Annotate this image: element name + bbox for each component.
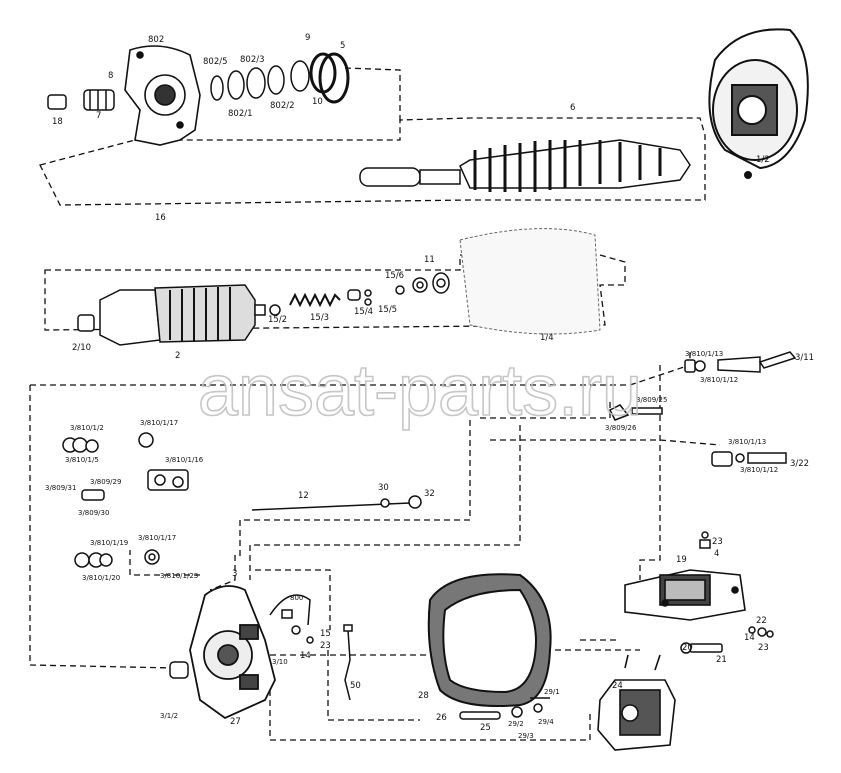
- label-23c: 23: [320, 641, 331, 651]
- label-802-3: 802/3: [240, 55, 265, 65]
- label-15-4: 15/4: [354, 307, 373, 317]
- watermark: ansat-parts.ru: [198, 351, 642, 431]
- label-15-3: 15/3: [310, 313, 329, 323]
- label-11: 11: [424, 255, 435, 265]
- label-9: 9: [305, 33, 310, 43]
- label-29-1: 29/1: [544, 688, 560, 696]
- label-28: 28: [418, 691, 429, 701]
- assembly-guide-lines: [29, 67, 721, 741]
- label-20: 20: [682, 643, 693, 653]
- label-3-810-1-23: 3/810/1/23: [160, 572, 198, 580]
- brush-holder-800: [269, 594, 314, 644]
- relay-hardware: [680, 531, 774, 654]
- commutator-end-frame: [189, 585, 276, 720]
- label-3-809-26: 3/809/26: [605, 424, 637, 432]
- label-10: 10: [312, 97, 323, 107]
- label-802-5: 802/5: [203, 57, 228, 67]
- label-23b: 23: [758, 643, 769, 653]
- label-3-809-30: 3/809/30: [78, 509, 109, 517]
- label-4: 4: [714, 549, 719, 559]
- label-29-3: 29/3: [518, 732, 534, 740]
- label-3-809-31: 3/809/31: [45, 484, 76, 492]
- brush-parts: [459, 697, 550, 720]
- label-3-1-2: 3/1/2: [160, 712, 178, 720]
- label-15: 15: [320, 629, 331, 639]
- label-3-810-1-20: 3/810/1/20: [82, 574, 120, 582]
- label-8: 8: [108, 71, 113, 81]
- label-802: 802: [148, 35, 164, 45]
- label-802-1: 802/1: [228, 109, 253, 119]
- label-23a: 23: [712, 537, 723, 547]
- label-3-22: 3/22: [790, 459, 809, 469]
- label-3-810-1-12a: 3/810/1/12: [700, 376, 738, 384]
- label-21: 21: [716, 655, 727, 665]
- connecting-wire-50: [343, 624, 353, 701]
- label-30: 30: [378, 483, 389, 493]
- label-24: 24: [612, 681, 623, 691]
- field-coil: [427, 573, 552, 707]
- label-3-810-1-16: 3/810/1/16: [165, 456, 204, 464]
- field-coil-ghost: [459, 228, 601, 335]
- label-2-10: 2/10: [72, 343, 91, 353]
- label-802-2: 802/2: [270, 101, 295, 111]
- label-12: 12: [298, 491, 309, 501]
- label-3-10: 3/10: [272, 658, 288, 666]
- label-3-809-29: 3/809/29: [90, 478, 121, 486]
- pinion-gear: [83, 89, 115, 111]
- label-50: 50: [350, 681, 361, 691]
- through-bolt: [251, 495, 422, 511]
- drive-washers: [210, 52, 350, 104]
- label-16: 16: [155, 213, 166, 223]
- drive-end-housing: [124, 45, 201, 146]
- drive-shaft-assembly: [359, 139, 691, 192]
- label-15-2: 15/2: [268, 315, 287, 325]
- label-1-2: 1/2: [756, 155, 770, 165]
- label-2: 2: [175, 351, 180, 361]
- label-14: 14: [744, 633, 755, 643]
- label-14b: 14: [300, 651, 311, 661]
- armature: [77, 284, 281, 346]
- part-labels: 802 8 18 7 802/5 802/3 9 5 802/2 802/1 1…: [45, 33, 814, 740]
- label-3-810-1-17a: 3/810/1/17: [140, 419, 178, 427]
- end-cap: [169, 661, 189, 679]
- label-29-4: 29/4: [538, 718, 554, 726]
- label-25: 25: [480, 723, 491, 733]
- label-6: 6: [570, 103, 575, 113]
- relay-assembly-19: [624, 569, 746, 621]
- label-3-810-1-19: 3/810/1/19: [90, 539, 128, 547]
- label-7: 7: [96, 111, 101, 121]
- pinion-nut: [47, 94, 67, 110]
- label-29-2: 29/2: [508, 720, 524, 728]
- label-3-810-1-2: 3/810/1/2: [70, 424, 104, 432]
- armature-small-parts: [347, 272, 450, 306]
- label-3-810-1-12b: 3/810/1/12: [740, 466, 778, 474]
- label-800: 800: [290, 594, 303, 602]
- terminal-hardware-left: [62, 432, 189, 568]
- label-27: 27: [230, 717, 241, 727]
- label-3-810-1-13a: 3/810/1/13: [685, 350, 723, 358]
- label-22: 22: [756, 616, 767, 626]
- yoke-housing: [708, 28, 809, 179]
- label-26: 26: [436, 713, 447, 723]
- solenoid-24: [597, 654, 676, 751]
- label-3-810-1-13b: 3/810/1/13: [728, 438, 766, 446]
- label-3-810-1-5: 3/810/1/5: [65, 456, 99, 464]
- label-15-6: 15/6: [385, 271, 404, 281]
- label-15-5: 15/5: [378, 305, 397, 315]
- terminal-hardware-right: [608, 351, 797, 467]
- label-3-810-1-17b: 3/810/1/17: [138, 534, 176, 542]
- armature-spring: [289, 292, 341, 308]
- label-3-11: 3/11: [795, 353, 814, 363]
- label-19: 19: [676, 555, 687, 565]
- label-32: 32: [424, 489, 435, 499]
- label-1-4: 1/4: [540, 333, 554, 343]
- label-18: 18: [52, 117, 63, 127]
- label-3: 3: [232, 569, 237, 579]
- label-5: 5: [340, 41, 345, 51]
- label-3-809-25: 3/809/25: [636, 396, 667, 404]
